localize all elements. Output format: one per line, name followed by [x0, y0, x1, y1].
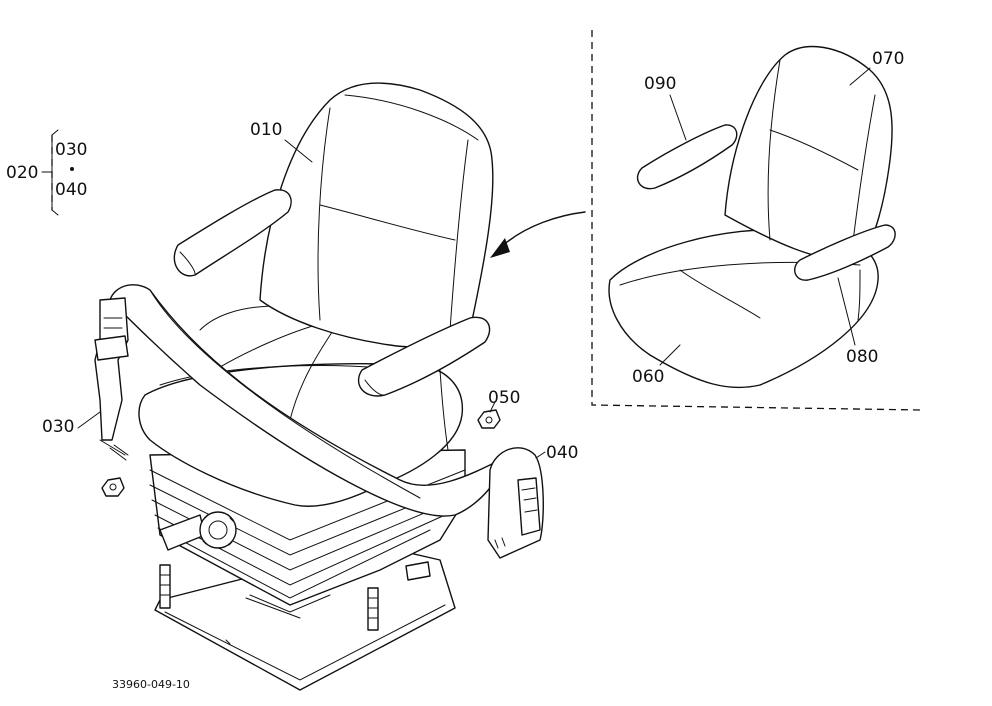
- leader-040: [535, 451, 546, 459]
- label-040-bracket: 040: [55, 180, 87, 200]
- nut-left: [101, 477, 125, 497]
- label-040: 040: [546, 443, 578, 463]
- label-050: 050: [488, 388, 520, 408]
- label-030: 030: [42, 417, 74, 437]
- label-020: 020: [6, 163, 38, 183]
- leader-030: [77, 411, 101, 429]
- label-030-bracket: 030: [55, 140, 87, 160]
- leader-080: [837, 277, 856, 346]
- left-armrest: [173, 189, 292, 277]
- label-010: 010: [250, 120, 282, 140]
- drawing-code: 33960-049-10: [112, 678, 190, 691]
- leader-050: [489, 401, 496, 413]
- leader-090: [669, 94, 687, 141]
- right-armrest: [357, 316, 491, 451]
- leader-010: [284, 139, 313, 163]
- belt-retractor-040: [487, 447, 544, 559]
- nut-050: [477, 409, 501, 429]
- inset-border: [591, 30, 923, 411]
- leader-060: [659, 344, 681, 366]
- belt-buckle-030: [94, 297, 129, 461]
- reference-arrow: [490, 211, 586, 258]
- label-090: 090: [644, 74, 676, 94]
- label-070: 070: [872, 49, 904, 69]
- backrest: [259, 82, 494, 348]
- inset-seat: [608, 45, 896, 389]
- bracket-020: [41, 129, 74, 216]
- leader-070: [849, 67, 871, 86]
- adjustment-knob: [159, 511, 237, 551]
- label-060: 060: [632, 367, 664, 387]
- mounting-studs: [159, 561, 431, 631]
- label-080: 080: [846, 347, 878, 367]
